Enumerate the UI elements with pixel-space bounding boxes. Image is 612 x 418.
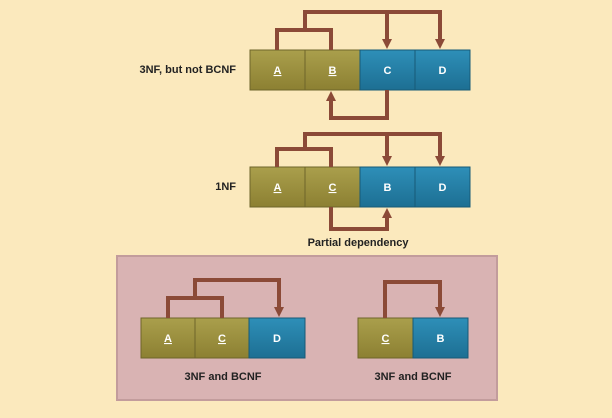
diagram1-arrows — [275, 10, 445, 120]
decomp-right-cell-label: B — [437, 333, 445, 345]
diagram2-cell-label: D — [439, 182, 447, 194]
decomp-right-caption: 3NF and BCNF — [375, 371, 452, 383]
partial-dependency-label: Partial dependency — [308, 237, 410, 249]
decomp-left-arrows — [166, 278, 284, 318]
decomp-left-cell-label: D — [273, 333, 281, 345]
decomp-left-cell-2 — [248, 317, 306, 359]
decomp-left-cell-1 — [194, 317, 250, 359]
diagram1-cell-label: C — [384, 65, 392, 77]
decomp-right-arrow-c-to-b — [383, 280, 445, 318]
diagram1-cell-0 — [249, 49, 306, 91]
diagram1-cell-3 — [414, 49, 471, 91]
diagram1-arrow-to-d — [303, 10, 445, 49]
decomp-left-cell-label: C — [218, 333, 226, 345]
diagram2-determinant-bracket — [275, 147, 333, 167]
diagram2-partial-dependency-arrow — [329, 207, 392, 231]
decomp-left-cell-label: A — [164, 333, 172, 345]
decomp-right-arrows — [383, 280, 445, 318]
diagram2-cell-label: A — [274, 182, 282, 194]
decomp-left-caption: 3NF and BCNF — [185, 371, 262, 383]
diagram2-cell-0 — [249, 166, 306, 208]
decomp-right-cell-1 — [412, 317, 469, 359]
diagram1-determinant-bracket — [275, 28, 333, 50]
diagram2-arrows — [275, 132, 445, 231]
decomp-left-table: A C D — [140, 317, 306, 359]
diagram2-cell-label: B — [384, 182, 392, 194]
diagram1-table: A B C D — [249, 49, 471, 91]
decomp-left-arrow-to-d — [193, 278, 284, 317]
diagram2-cell-label: C — [329, 182, 337, 194]
diagram2-label: 1NF — [215, 181, 236, 193]
diagram1-label: 3NF, but not BCNF — [139, 64, 236, 76]
diagram1-cell-label: A — [274, 65, 282, 77]
diagram2-arrow-to-d — [303, 132, 445, 166]
diagram1-cell-label: D — [439, 65, 447, 77]
diagram1-cell-label: B — [329, 65, 337, 77]
decomp-right-table: C B — [357, 317, 469, 359]
decomp-right-cell-label: C — [382, 333, 390, 345]
decomp-right-cell-0 — [357, 317, 414, 359]
diagram2-table: A C B D — [249, 166, 471, 208]
diagram2-cell-3 — [414, 166, 471, 208]
diagram1-arrow-c-to-b — [326, 90, 389, 120]
